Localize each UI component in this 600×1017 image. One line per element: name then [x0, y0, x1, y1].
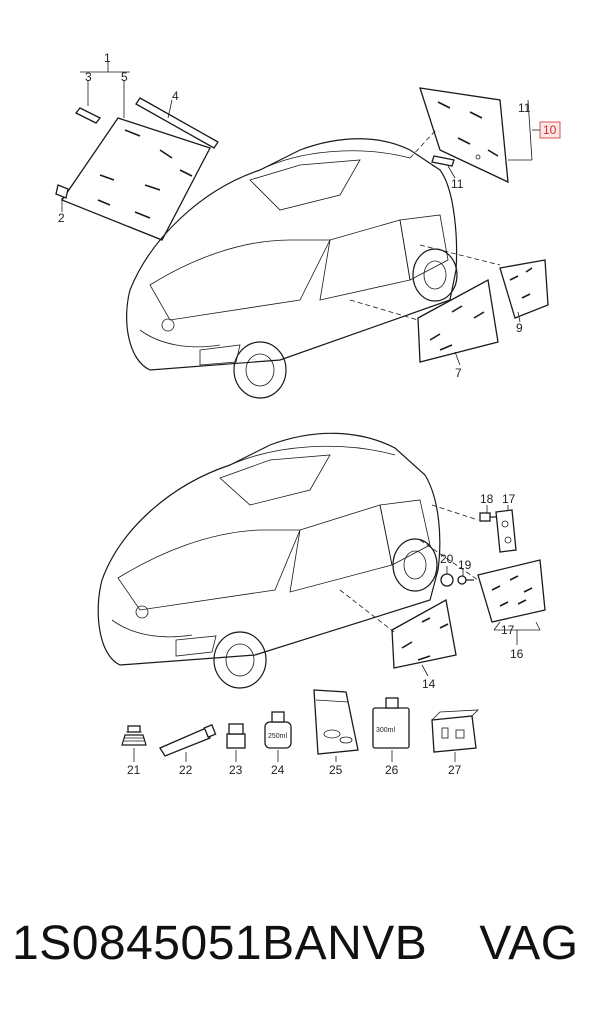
- callout-7: 7: [455, 366, 462, 380]
- car-illustration-top: [126, 138, 458, 399]
- part-23-jar: [226, 723, 246, 749]
- part-number: 1S0845051BANVB: [12, 916, 428, 970]
- callout-24: 24: [271, 763, 285, 777]
- front-door-glass-7: [417, 278, 499, 363]
- callout-4: 4: [172, 89, 179, 103]
- callout-23: 23: [229, 763, 243, 777]
- callout-18: 18: [480, 492, 494, 506]
- callout-5: 5: [121, 70, 128, 84]
- part-24-bottle: [264, 711, 292, 749]
- door-glass-14: [391, 598, 457, 669]
- part-22-tube: [159, 724, 217, 757]
- part-3-clip: [74, 107, 102, 124]
- callout-11-upper: 11: [518, 101, 531, 115]
- callout-17-lower: 17: [501, 623, 515, 637]
- part-25-bag: [313, 689, 359, 755]
- callout-22: 22: [179, 763, 193, 777]
- callout-21: 21: [127, 763, 141, 777]
- part-19-screw: [457, 575, 474, 585]
- highlight-box: [539, 121, 561, 139]
- callout-20: 20: [440, 552, 454, 566]
- parts-diagram: 1 3 5 4 2 11 10 11: [55, 51, 561, 777]
- rear-side-glass-16: [477, 559, 546, 623]
- canister-label: 300ml: [376, 727, 396, 734]
- car-illustration-middle: [97, 432, 441, 689]
- part-number-footer: 1S0845051BANVB VAG: [12, 908, 592, 978]
- rear-quarter-glass: [419, 87, 509, 184]
- part-20-grommet: [440, 573, 454, 587]
- callout-10-highlighted: 10: [543, 123, 557, 137]
- callout-16: 16: [510, 647, 524, 661]
- callout-2: 2: [58, 211, 65, 225]
- callout-14: 14: [422, 677, 436, 691]
- rear-door-glass-9: [499, 259, 549, 319]
- bottle-label: 250ml: [268, 733, 288, 740]
- part-2-tab: [55, 184, 69, 199]
- brand-name: VAG: [479, 916, 579, 970]
- windshield-glass: [61, 117, 211, 241]
- part-17-bracket: [495, 509, 517, 553]
- callout-3: 3: [85, 70, 92, 84]
- part-26-canister: [372, 697, 410, 749]
- callout-17-upper: 17: [502, 492, 516, 506]
- callout-11-lower: 11: [451, 177, 464, 191]
- callout-25: 25: [329, 763, 343, 777]
- callout-19: 19: [458, 558, 472, 572]
- callout-9: 9: [516, 321, 523, 335]
- callout-27: 27: [448, 763, 462, 777]
- part-18-screw: [479, 512, 498, 522]
- part-11-clip: [431, 155, 455, 167]
- part-4-trim: [135, 97, 219, 149]
- callout-1: 1: [104, 51, 111, 65]
- callout-26: 26: [385, 763, 399, 777]
- part-27-box: [431, 709, 480, 753]
- part-21-coil: [121, 725, 147, 746]
